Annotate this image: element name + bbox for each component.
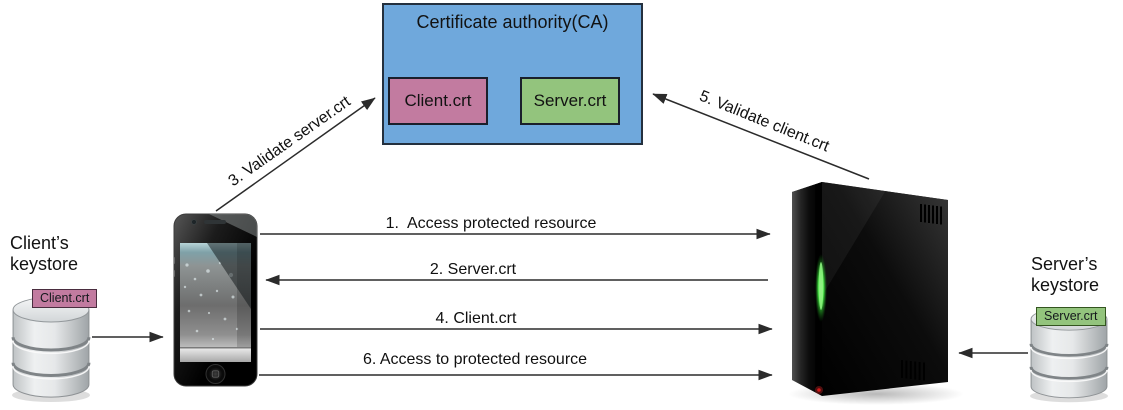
database-cylinder-icon (10, 294, 92, 404)
server-keystore-title-line2: keystore (1031, 275, 1100, 295)
ca-title: Certificate authority(CA) (416, 12, 609, 32)
step4-label: 4. Client.crt (435, 310, 517, 327)
step2-label: 2. Server.crt (429, 261, 517, 278)
server-keystore-title: Server’s keystore (1031, 254, 1099, 296)
certificate-authority-box: Certificate authority(CA) Client.crt Ser… (382, 3, 643, 145)
server-keystore-cert-label: Server.crt (1044, 309, 1098, 323)
smartphone-icon (173, 213, 258, 387)
server-keystore-cert-chip: Server.crt (1036, 307, 1106, 326)
step5-label: 5. Validate client.crt (696, 87, 832, 156)
client-keystore-title: Client’s keystore (10, 233, 78, 275)
client-keystore-cert-chip: Client.crt (32, 289, 98, 308)
arrow-step3 (215, 97, 376, 212)
ca-server-cert-label: Server.crt (533, 91, 607, 110)
server-tower-icon (786, 176, 964, 408)
step6-label: 6. Access to protected resource (362, 351, 588, 368)
client-keystore-title-line2: keystore (10, 254, 79, 274)
step3-label: 3. Validate server.crt (225, 93, 354, 191)
ca-server-cert-box: Server.crt (520, 77, 620, 125)
server-keystore-title-line1: Server’s (1031, 254, 1098, 274)
arrow-step5 (652, 93, 870, 180)
client-keystore-title-line1: Client’s (10, 233, 69, 253)
ca-client-cert-label: Client.crt (404, 91, 472, 110)
ca-client-cert-box: Client.crt (388, 77, 488, 125)
client-keystore-cert-label: Client.crt (40, 291, 90, 305)
step1-label: 1. Access protected resource (385, 215, 597, 232)
